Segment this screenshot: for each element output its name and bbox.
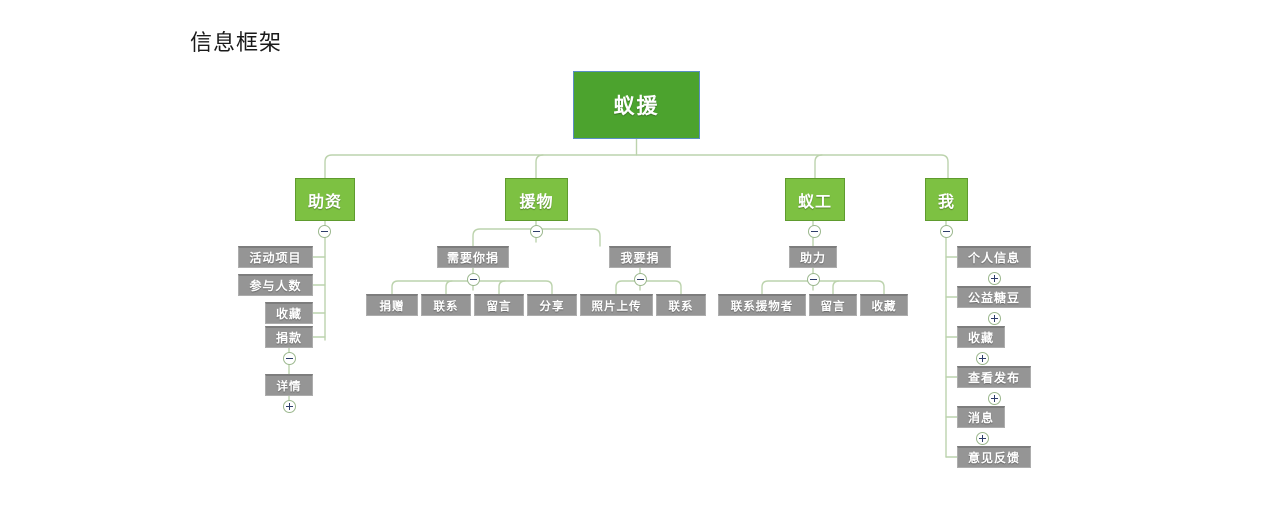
node-xiaoxi[interactable]: 消息 — [957, 406, 1005, 428]
expander-zhuzi-minus-icon[interactable] — [318, 225, 331, 238]
node-shoucang-zhuli[interactable]: 收藏 — [860, 294, 908, 316]
expander-juankuan-minus-icon[interactable] — [283, 352, 296, 365]
expander-vertical-bar — [993, 275, 996, 282]
expander-xuyaonijuan-minus-icon[interactable] — [467, 273, 480, 286]
node-zhaopianshangchuan[interactable]: 照片上传 — [580, 294, 653, 316]
page-title: 信息框架 — [190, 31, 283, 56]
connector-xuyaonijuan-rib-3 — [498, 280, 506, 295]
connector-zhuli-bus — [761, 280, 885, 295]
node-shoucang-zhuzi[interactable]: 收藏 — [265, 302, 313, 324]
expander-xiaoxi-plus-icon[interactable] — [976, 432, 989, 445]
expander-horizontal-bar — [470, 278, 477, 281]
expander-zhuli-minus-icon[interactable] — [807, 273, 820, 286]
expander-vertical-bar — [981, 435, 984, 442]
expander-horizontal-bar — [321, 230, 328, 233]
expander-shoucang3-plus-icon[interactable] — [976, 352, 989, 365]
expander-vertical-bar — [993, 315, 996, 322]
expander-yigong-minus-icon[interactable] — [808, 225, 821, 238]
expander-horizontal-bar — [810, 278, 817, 281]
expander-horizontal-bar — [286, 357, 293, 360]
node-zhuli[interactable]: 助力 — [789, 246, 837, 268]
node-xuyaonijuan[interactable]: 需要你捐 — [437, 246, 509, 268]
node-zhuzi[interactable]: 助资 — [295, 178, 355, 221]
node-canyurenshu[interactable]: 参与人数 — [238, 274, 313, 296]
expander-vertical-bar — [288, 403, 291, 410]
connector-xuyaonijuan-rib-2 — [445, 280, 453, 295]
node-woyaojuan[interactable]: 我要捐 — [609, 246, 671, 268]
node-juankuan[interactable]: 捐款 — [265, 326, 313, 348]
node-juanzeng[interactable]: 捐赠 — [366, 294, 418, 316]
connector-zhuli-rib-2 — [832, 280, 840, 295]
expander-gongyitang-plus-icon[interactable] — [988, 312, 1001, 325]
expander-vertical-bar — [993, 395, 996, 402]
connector-bus-yuanwu — [535, 154, 544, 179]
node-liuyan-zhuli[interactable]: 留言 — [809, 294, 857, 316]
node-fenxiang[interactable]: 分享 — [527, 294, 577, 316]
expander-horizontal-bar — [811, 230, 818, 233]
node-yigong[interactable]: 蚁工 — [785, 178, 845, 221]
expander-horizontal-bar — [533, 230, 540, 233]
expander-xiangqing-plus-icon[interactable] — [283, 400, 296, 413]
connector-main-bus — [324, 154, 949, 179]
node-lianxi-woyaojuan[interactable]: 联系 — [656, 294, 706, 316]
expander-horizontal-bar — [943, 230, 950, 233]
node-yijianfankui[interactable]: 意见反馈 — [957, 446, 1031, 468]
expander-woyaojuan-minus-icon[interactable] — [634, 273, 647, 286]
expander-gerenxinxi-plus-icon[interactable] — [988, 272, 1001, 285]
node-gongyitangdou[interactable]: 公益糖豆 — [957, 286, 1031, 308]
node-chakanfabu[interactable]: 查看发布 — [957, 366, 1031, 388]
node-shoucang-wo[interactable]: 收藏 — [957, 326, 1005, 348]
expander-chakanfabu-plus-icon[interactable] — [988, 392, 1001, 405]
expander-vertical-bar — [981, 355, 984, 362]
node-yuanwu[interactable]: 援物 — [505, 178, 568, 221]
node-gerenxinxi[interactable]: 个人信息 — [957, 246, 1031, 268]
expander-horizontal-bar — [637, 278, 644, 281]
node-xiangqing[interactable]: 详情 — [265, 374, 313, 396]
connector-bus-yigong — [814, 154, 823, 179]
node-lianxi-xuyaonijuan[interactable]: 联系 — [421, 294, 471, 316]
node-huodongxiangmu[interactable]: 活动项目 — [238, 246, 313, 268]
node-lianxiyuanwuzhe[interactable]: 联系援物者 — [718, 294, 806, 316]
connector-woyaojuan-bus — [615, 280, 682, 295]
node-liuyan-xuyaonijuan[interactable]: 留言 — [474, 294, 524, 316]
expander-yuanwu-minus-icon[interactable] — [530, 225, 543, 238]
node-wo[interactable]: 我 — [925, 178, 968, 221]
expander-wo-minus-icon[interactable] — [940, 225, 953, 238]
node-root-yiyuan[interactable]: 蚁援 — [573, 71, 700, 139]
